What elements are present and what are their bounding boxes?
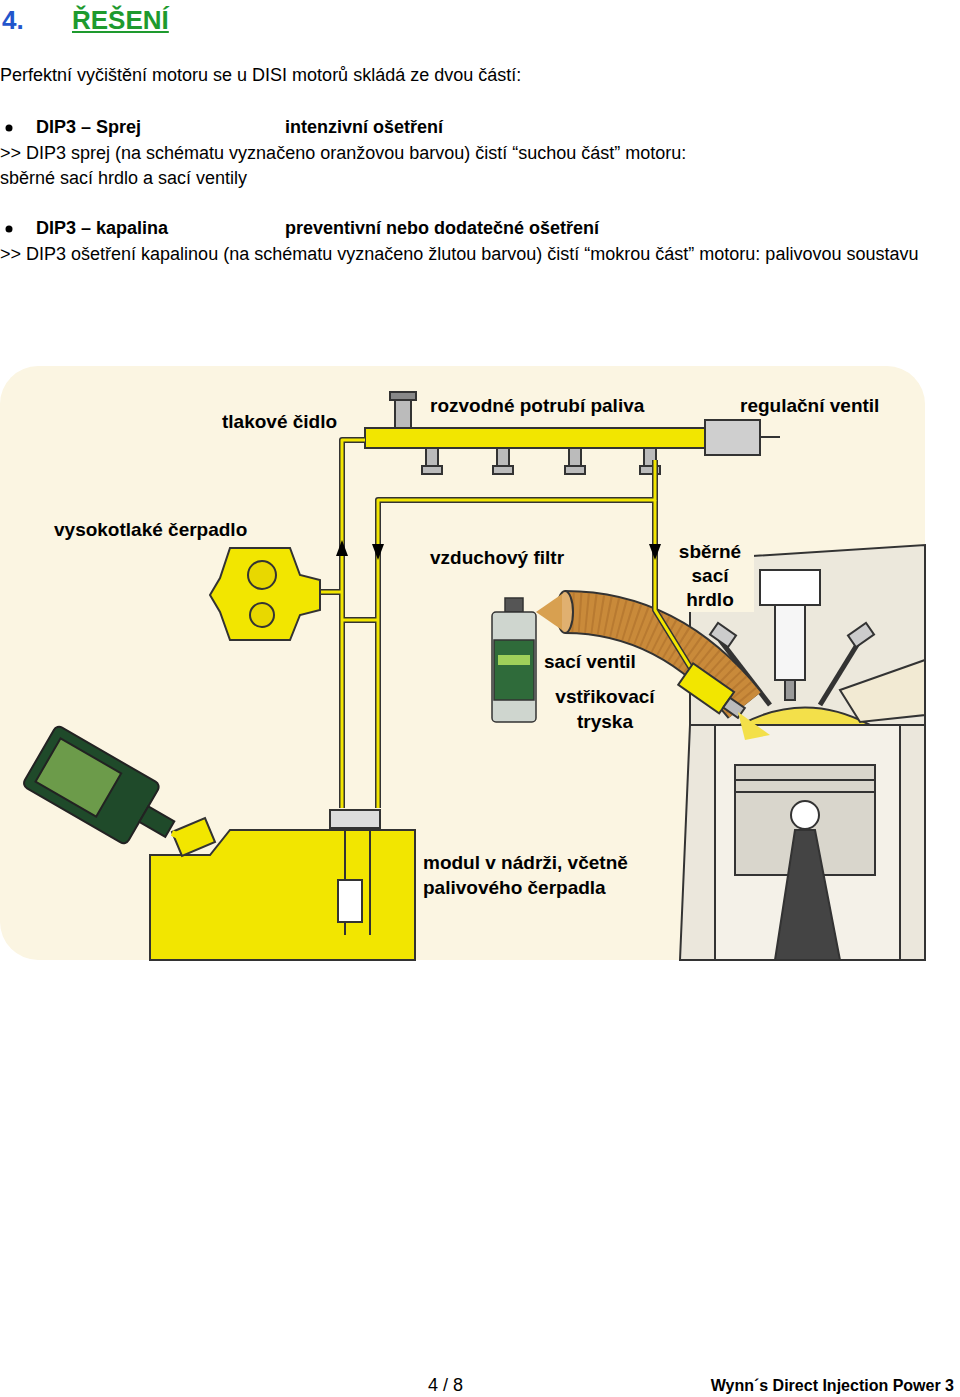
part-label: rozvodné potrubí paliva xyxy=(428,394,646,418)
part-label: vstřikovací tryska xyxy=(543,684,667,734)
footer-text: Wynn´s Direct Injection Power 3 xyxy=(711,1376,954,1396)
part-label: vzduchový filtr xyxy=(428,546,566,570)
product-name: DIP3 – kapalina xyxy=(36,217,168,240)
part-label: regulační ventil xyxy=(738,394,881,418)
part-label: modul v nádrži, včetně palivového čerpad… xyxy=(421,850,630,900)
part-label: vysokotlaké čerpadlo xyxy=(52,518,249,542)
part-label: tlakové čidlo xyxy=(220,410,339,434)
treatment-type: preventivní nebo dodatečné ošetření xyxy=(285,217,599,240)
product-name: DIP3 – Sprej xyxy=(36,116,141,139)
intro-text: Perfektní vyčištění motoru se u DISI mot… xyxy=(0,64,521,87)
part-label: sací ventil xyxy=(542,650,638,674)
page-number: 4 / 8 xyxy=(428,1374,463,1397)
description: >> DIP3 ošetření kapalinou (na schématu … xyxy=(0,242,950,267)
part-label: sběrné sací hrdlo xyxy=(666,540,754,612)
section-number: 4. xyxy=(2,4,24,37)
description: >> DIP3 sprej (na schématu vyznačeno ora… xyxy=(0,141,690,191)
treatment-type: intenzivní ošetření xyxy=(285,116,443,139)
section-title: ŘEŠENÍ xyxy=(72,4,169,37)
